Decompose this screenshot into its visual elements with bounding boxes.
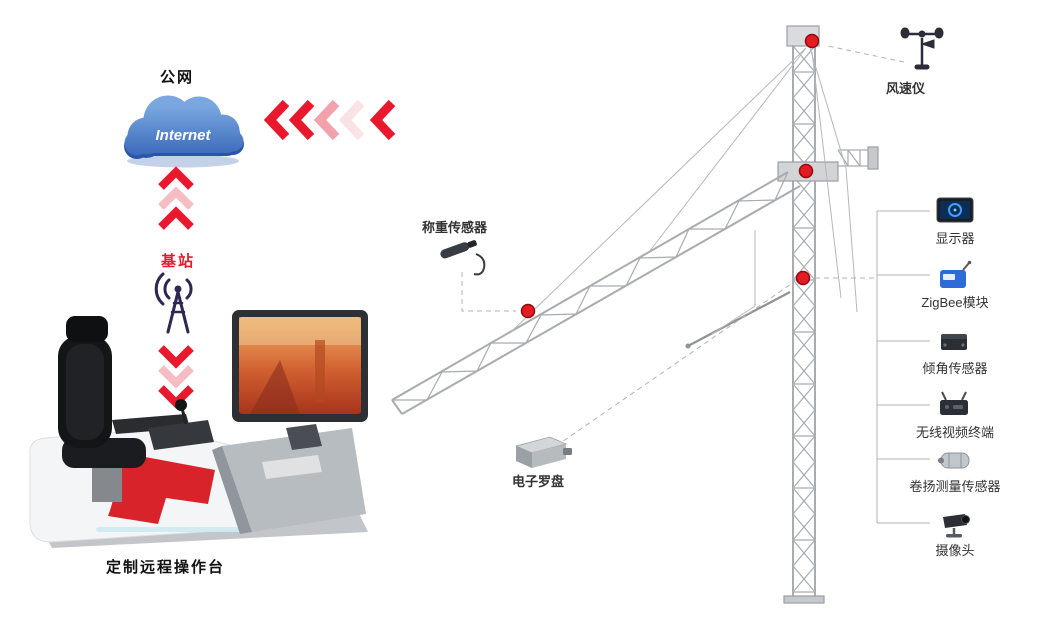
device-item-monitor: 显示器 bbox=[895, 196, 1015, 247]
hoist-sensor-icon bbox=[938, 452, 970, 469]
internet-label: Internet bbox=[155, 127, 211, 144]
device-label-tilt-sensor: 倾角传感器 bbox=[922, 361, 988, 376]
anemometer-icon bbox=[900, 27, 944, 70]
device-label-wireless-video: 无线视频终端 bbox=[915, 425, 994, 440]
cloud-body bbox=[124, 95, 244, 156]
signal-arrows-up bbox=[158, 166, 194, 230]
sensor-node-dot bbox=[795, 270, 811, 286]
weight-sensor-icon bbox=[440, 240, 486, 276]
device-item-tilt-sensor: 倾角传感器 bbox=[895, 326, 1015, 377]
camera-icon bbox=[943, 514, 970, 538]
device-item-camera: 摄像头 bbox=[895, 508, 1015, 559]
sensor-node-dot bbox=[520, 303, 536, 319]
signal-arrows-down bbox=[158, 345, 194, 409]
device-item-hoist-sensor: 卷扬测量传感器 bbox=[895, 444, 1015, 495]
anemometer-label: 风速仪 bbox=[886, 81, 926, 96]
sensor-node-dot bbox=[804, 33, 820, 49]
device-label-hoist-sensor: 卷扬测量传感器 bbox=[909, 479, 1001, 494]
device-item-zigbee: ZigBee模块 bbox=[895, 260, 1015, 311]
compass-icon bbox=[514, 436, 572, 468]
device-label-camera: 摄像头 bbox=[935, 543, 975, 558]
weight-sensor-label: 称重传感器 bbox=[422, 220, 488, 235]
device-label-zigbee: ZigBee模块 bbox=[921, 295, 989, 310]
console-joystick bbox=[175, 399, 187, 411]
base-station-label: 基站 bbox=[161, 253, 196, 270]
internet-cloud-icon: Internet bbox=[124, 95, 244, 168]
tower-crane-illustration bbox=[391, 25, 879, 604]
wireless-video-icon bbox=[940, 391, 968, 415]
sensor-node-dot bbox=[798, 163, 814, 179]
zigbee-icon bbox=[940, 260, 972, 288]
sensor-node-dots bbox=[520, 33, 820, 319]
connector-lines bbox=[461, 45, 930, 524]
console-label: 定制远程操作台 bbox=[106, 559, 226, 576]
signal-arrows-horizontal bbox=[263, 99, 396, 141]
compass-label: 电子罗盘 bbox=[512, 474, 565, 489]
device-item-wireless-video: 无线视频终端 bbox=[895, 390, 1015, 441]
base-station-antenna-icon bbox=[154, 272, 193, 334]
device-label-monitor: 显示器 bbox=[935, 231, 975, 246]
monitor-icon bbox=[936, 197, 974, 223]
tilt-sensor-icon bbox=[941, 334, 967, 350]
console-illustration bbox=[29, 310, 368, 548]
public-network-label: 公网 bbox=[160, 69, 195, 86]
